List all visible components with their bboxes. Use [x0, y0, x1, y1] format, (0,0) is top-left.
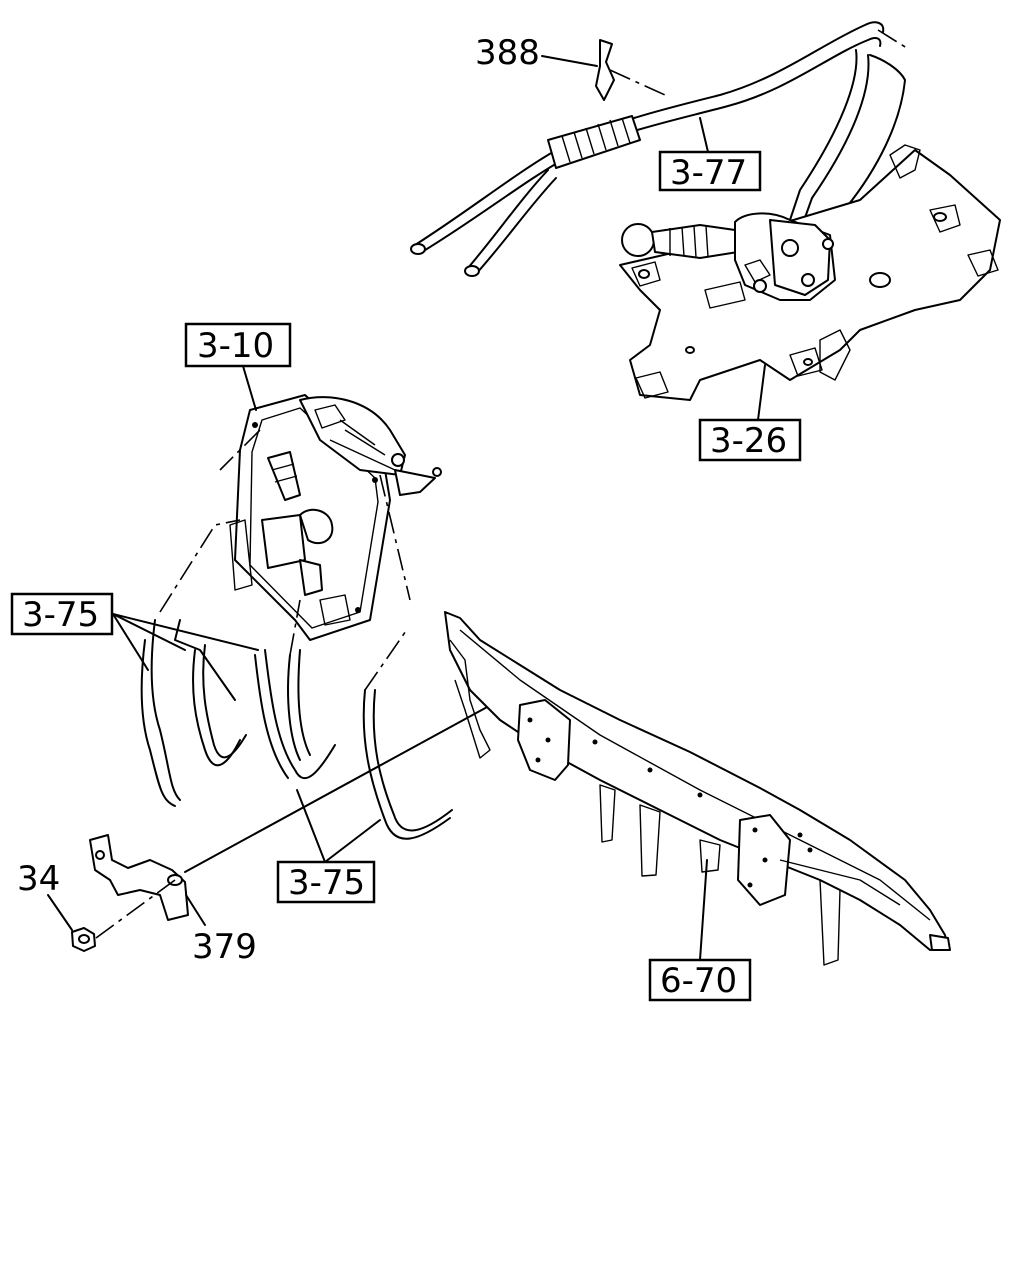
leader-3-10	[242, 365, 257, 411]
leader-3-26	[757, 364, 766, 421]
callout-388: 388	[475, 33, 540, 73]
vacuum-hose-assembly	[410, 21, 911, 277]
clip-388	[541, 39, 615, 101]
callout-box-3-77	[658, 150, 762, 192]
callout-379: 379	[192, 927, 257, 967]
callout-3-26: 3-26	[710, 421, 787, 461]
nut-34	[47, 894, 96, 952]
callout-3-75-bottom: 3-75	[288, 863, 365, 903]
callout-3-77: 3-77	[670, 153, 747, 193]
callout-3-10: 3-10	[197, 326, 274, 366]
callout-6-70: 6-70	[660, 961, 737, 1001]
leader-3-77	[699, 117, 709, 153]
callout-box-3-10	[184, 322, 292, 368]
leaders-3-75-bottom	[296, 789, 381, 863]
callout-34: 34	[17, 859, 60, 899]
bracket-379	[89, 834, 206, 926]
leaders-3-75-left	[112, 613, 259, 671]
heater-control-unit	[229, 394, 442, 641]
callout-box-3-26	[698, 418, 802, 462]
callout-box-3-75-bottom	[276, 860, 376, 904]
callout-3-75-left: 3-75	[22, 595, 99, 635]
hose-boot	[547, 115, 641, 169]
leader-6-70	[699, 859, 708, 961]
callout-box-6-70	[648, 958, 752, 1002]
heater-hoses	[140, 619, 453, 840]
vacuum-valve	[621, 212, 836, 301]
cross-beam-6-70	[444, 611, 951, 966]
callout-box-3-75-left	[10, 592, 114, 636]
